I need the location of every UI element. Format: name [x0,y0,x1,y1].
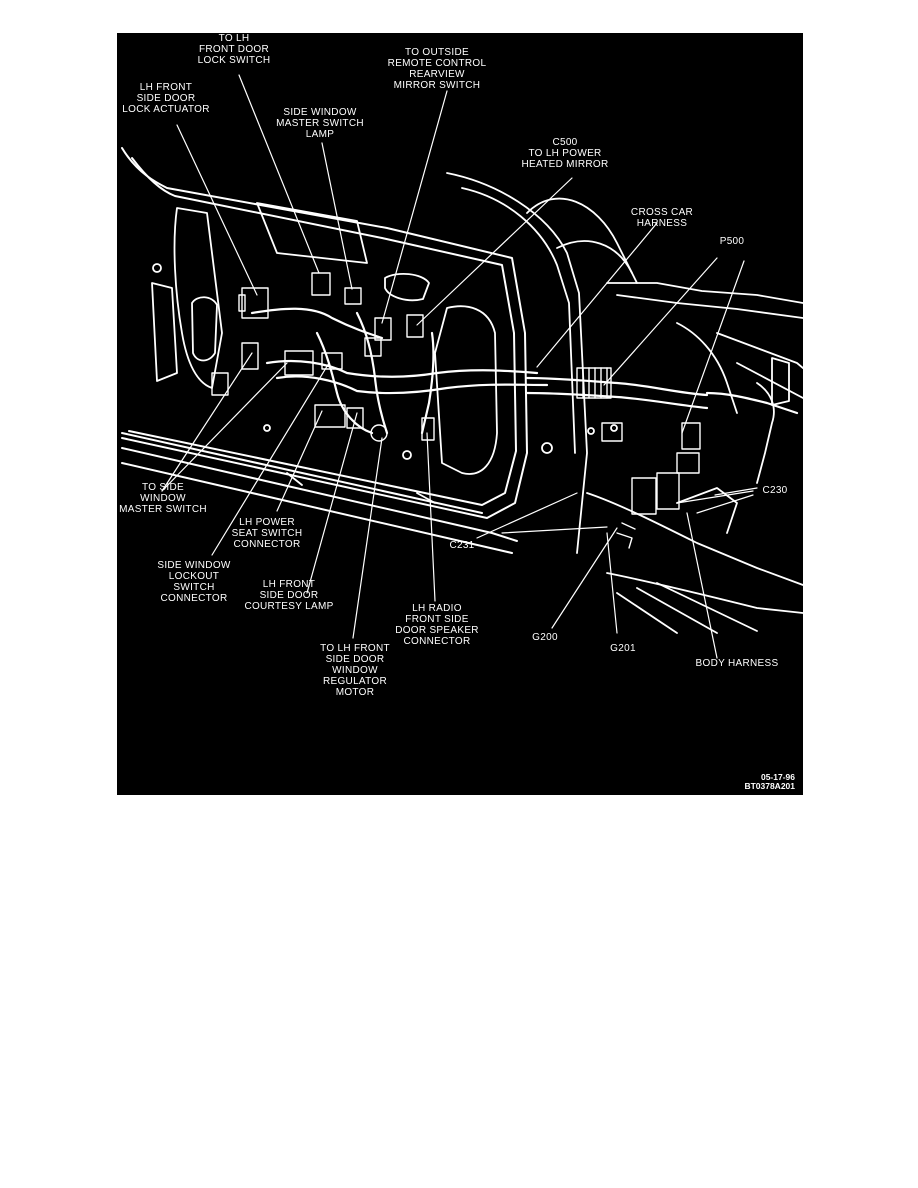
figure-code: BT0378A201 [744,781,795,791]
callout-g201: G201 [610,643,636,654]
door-inner-cutouts [151,202,553,504]
connectors [211,272,701,549]
body-pillar [446,172,803,634]
callout-c231: C231 [449,540,475,551]
callout-body-harness: BODY HARNESS [695,658,779,669]
callout-side-window-master-switch-lamp: SIDE WINDOW MASTER SWITCH LAMP [276,107,364,140]
callout-p500: P500 [719,236,745,247]
door-panel-outline [121,147,528,554]
callout-to-side-window-master-switch: TO SIDE WINDOW MASTER SWITCH [119,482,207,515]
door-harness-bundle [250,307,799,435]
callout-lh-power-seat-switch-connector: LH POWER SEAT SWITCH CONNECTOR [231,517,303,550]
callout-c500-to-lh-power-heated-mirror: C500 TO LH POWER HEATED MIRROR [521,137,609,170]
wiring-diagram: TO LH FRONT DOOR LOCK SWITCH LH FRONT SI… [117,33,803,795]
callout-lh-front-side-door-courtesy-lamp: LH FRONT SIDE DOOR COURTESY LAMP [244,579,334,612]
callout-to-lh-front-door-lock-switch: TO LH FRONT DOOR LOCK SWITCH [197,33,271,66]
callout-to-outside-remote-control-rearview-mirror-switch: TO OUTSIDE REMOTE CONTROL REARVIEW MIRRO… [387,47,487,91]
callout-g200: G200 [532,632,558,643]
leader-lines [161,74,758,659]
door-harness-illustration [121,74,803,659]
callout-lh-front-side-door-lock-actuator: LH FRONT SIDE DOOR LOCK ACTUATOR [122,82,210,115]
figure-date: 05-17-96 [760,772,795,782]
callout-c230: C230 [762,485,788,496]
callout-cross-car-harness: CROSS CAR HARNESS [630,207,694,229]
callout-lh-radio-front-side-door-speaker-connector: LH RADIO FRONT SIDE DOOR SPEAKER CONNECT… [395,603,479,647]
figure-identifier: 05-17-96 BT0378A201 [744,773,795,791]
callout-side-window-lockout-switch-connector: SIDE WINDOW LOCKOUT SWITCH CONNECTOR [157,560,231,604]
callout-to-lh-front-side-door-window-regulator-motor: TO LH FRONT SIDE DOOR WINDOW REGULATOR M… [320,643,390,698]
